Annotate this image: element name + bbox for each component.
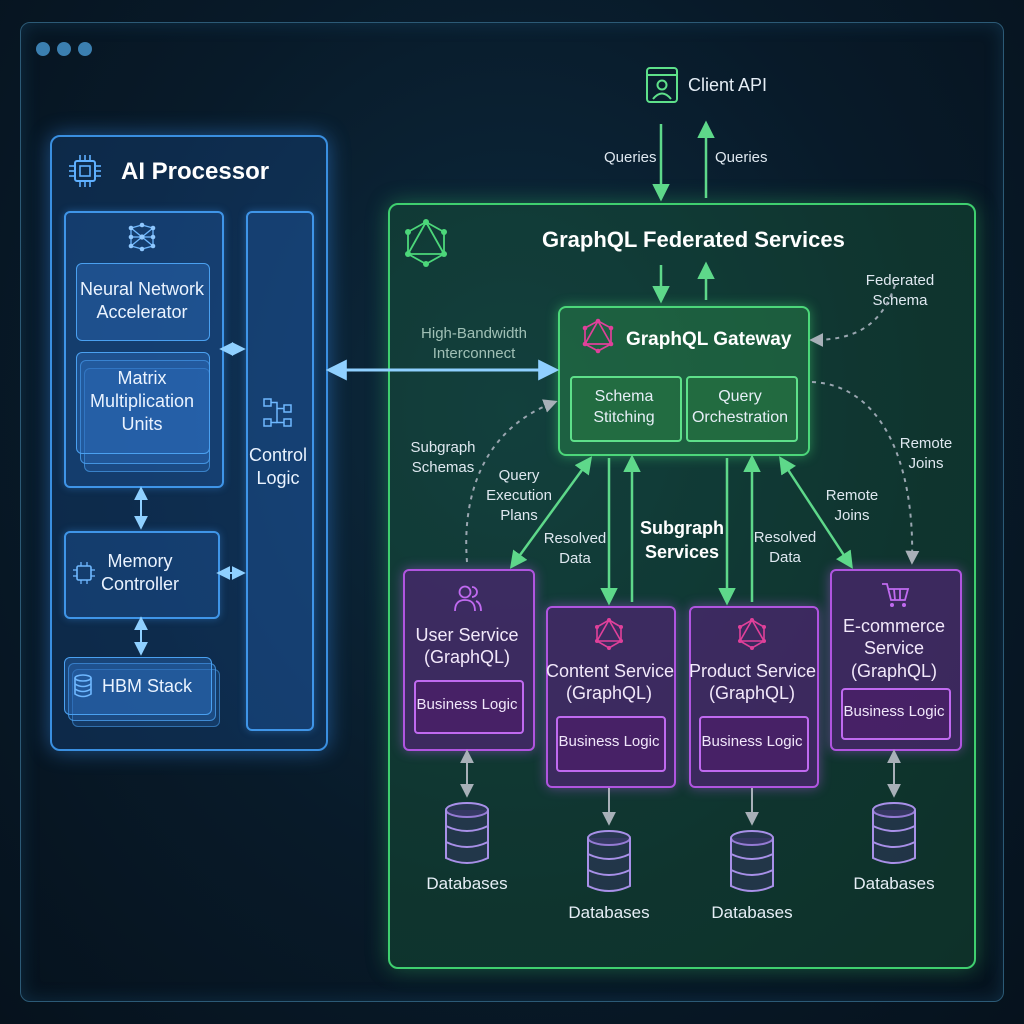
graphql-gateway-title: GraphQL Gateway [626,329,792,350]
user-business-logic-box [414,680,524,734]
graphql-logo-icon [404,218,448,268]
neural-network-icon [127,222,157,252]
subgraph-schemas-label: Subgraph Schemas [410,439,476,476]
ecommerce-business-logic-label: Business Logic [843,703,945,720]
matrix-stack-layer-1 [80,360,210,464]
matrix-multiplication-box [76,352,210,454]
user-databases-label: Databases [426,874,508,893]
memory-controller-label: Memory Controller [100,551,180,594]
matrix-stack-layer-2 [84,368,210,472]
shopping-cart-icon [880,580,910,610]
hbm-layer-1 [68,663,216,721]
matrix-multiplication-label: Matrix Multiplication Units [89,368,195,434]
control-logic-label: Control Logic [248,445,308,488]
product-business-logic-box [699,716,809,772]
product-service-sub: (GraphQL) [708,683,796,703]
neural-network-accelerator-label: Neural Network Accelerator [79,279,205,322]
query-orchestration-label: Query Orchestration [691,388,789,426]
schema-stitching-label: Schema Stitching [593,388,655,426]
ai-processor-title: AI Processor [121,158,270,185]
neural-network-accelerator-box [76,263,210,341]
user-business-logic-label: Business Logic [416,696,518,713]
content-graphql-icon [594,617,624,651]
product-business-logic-label: Business Logic [701,733,803,750]
product-databases-label: Databases [711,903,793,922]
accelerator-group [64,211,224,488]
ecommerce-business-logic-box [841,688,951,740]
client-api-label: Client API [688,75,768,95]
control-logic-box [246,211,314,731]
hbm-layer-2 [72,669,220,727]
content-databases-label: Databases [568,903,650,922]
window-frame [20,22,1004,1002]
window-dot-1 [36,42,50,56]
graphql-federated-title: GraphQL Federated Services [542,227,845,252]
window-dot-2 [57,42,71,56]
window-dot-3 [78,42,92,56]
ecommerce-service-name: E-commerce Service [842,616,945,658]
query-execution-plans-label: Query Execution Plans [486,467,552,524]
content-business-logic-label: Business Logic [558,733,660,750]
queries-up-label: Queries [715,149,768,166]
ecommerce-service-sub: (GraphQL) [850,661,938,681]
federated-schema-label: Federated Schema [865,272,935,309]
product-service-name: Product Service [689,661,817,681]
user-service-sub: (GraphQL) [423,647,511,667]
ecommerce-databases-label: Databases [853,874,935,893]
subgraph-services-label: Subgraph Services [640,518,724,562]
resolved-data-right-label: Resolved Data [753,529,817,566]
remote-joins-inner-label: Remote Joins [825,487,879,524]
graphql-gateway-icon [582,318,614,354]
cpu-icon [68,153,102,189]
client-api-icon [645,66,679,104]
query-orchestration-box [686,376,798,442]
chip-icon [72,561,96,585]
remote-joins-outer-label: Remote Joins [899,435,953,472]
content-service-sub: (GraphQL) [565,683,653,703]
control-flow-icon [262,397,294,429]
resolved-data-left-label: Resolved Data [543,530,607,567]
user-service-name: User Service [415,625,519,645]
schema-stitching-box [570,376,682,442]
content-business-logic-box [556,716,666,772]
hbm-stack-label: HBM Stack [102,676,193,696]
ai-processor-panel [50,135,328,751]
product-graphql-icon [737,617,767,651]
interconnect-label: High-Bandwidth Interconnect [421,325,527,362]
database-icon [72,674,94,698]
content-service-name: Content Service [546,661,675,681]
users-icon [452,582,484,614]
queries-down-label: Queries [604,149,657,166]
